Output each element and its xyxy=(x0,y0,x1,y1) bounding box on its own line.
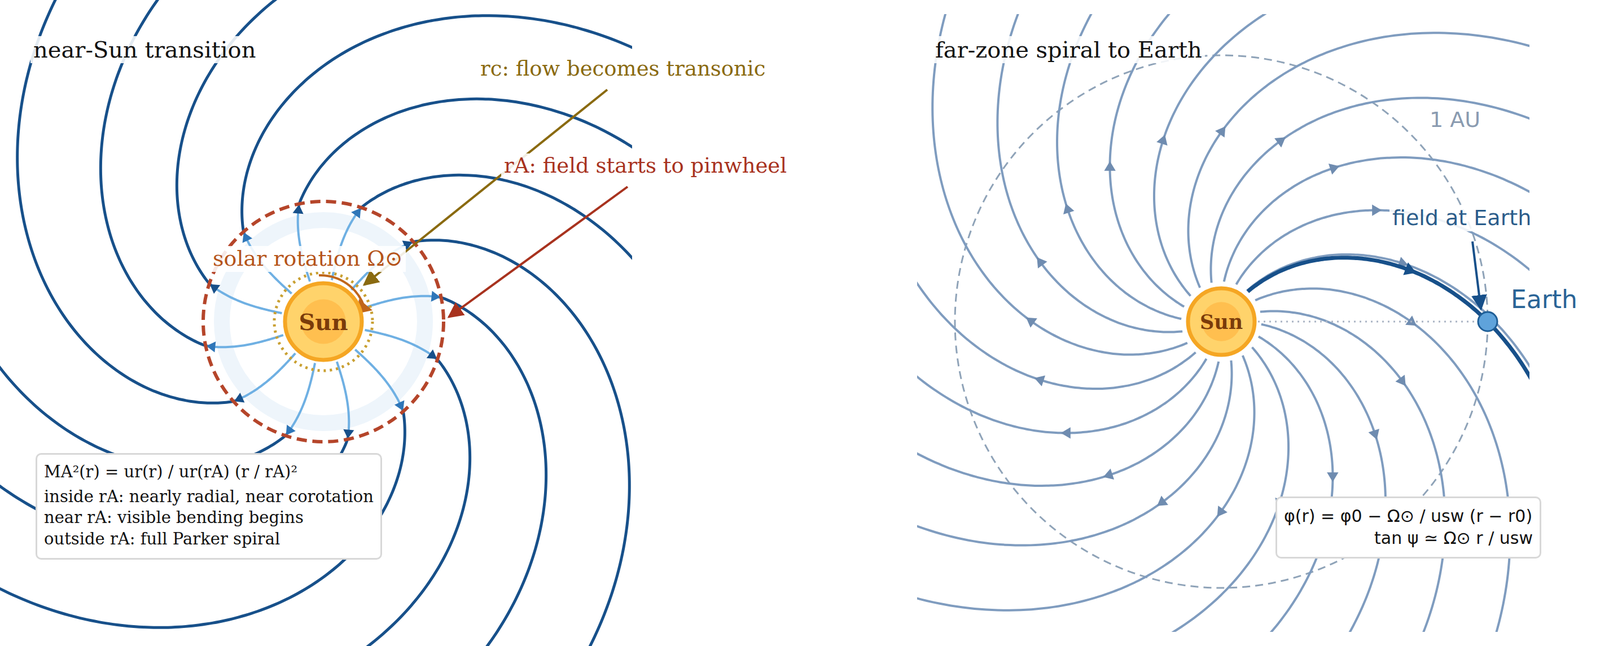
field-line xyxy=(359,174,633,485)
field-arrowhead xyxy=(1395,374,1406,387)
spiral-field-line xyxy=(1200,310,1445,633)
field-arrowhead xyxy=(1403,262,1417,275)
spiral-field-line xyxy=(1255,288,1511,633)
note-line: outside rA: full Parker spiral xyxy=(44,528,374,551)
near-sun-field xyxy=(0,0,746,646)
field-arrowhead xyxy=(1328,163,1340,175)
field-arrowhead xyxy=(234,392,245,403)
radius-label: rA: field starts to pinwheel xyxy=(501,153,790,179)
note-line: tan ψ ≃ Ω⊙ r / usw xyxy=(1283,527,1533,550)
field-arrowhead xyxy=(209,284,221,295)
field-line xyxy=(410,240,630,646)
field-line xyxy=(0,409,405,628)
field-arrowhead xyxy=(351,208,361,219)
callout-label: field at Earth xyxy=(1389,205,1534,232)
spiral-field-line xyxy=(1210,97,1530,342)
field-arrowhead xyxy=(1156,495,1169,506)
field-arrowhead xyxy=(1034,375,1046,387)
field-line xyxy=(379,296,546,646)
field-line-inner xyxy=(207,335,284,348)
field-line-inner xyxy=(209,284,282,314)
sun-label: Sun xyxy=(1185,286,1257,358)
field-arrowhead xyxy=(1371,204,1382,216)
leader-line xyxy=(1472,241,1481,310)
field-arrowhead xyxy=(1368,428,1380,440)
earth-disc xyxy=(1478,312,1498,332)
field-arrowhead xyxy=(1036,257,1047,269)
field-arrowhead xyxy=(426,349,438,359)
spiral-field-line xyxy=(917,137,1219,486)
rotation-label: solar rotation Ω⊙ xyxy=(209,246,406,273)
field-arrowhead xyxy=(1026,317,1038,328)
equation: φ(r) = φ0 − Ω⊙ / usw (r − r0) xyxy=(1283,505,1533,528)
spiral-field-line xyxy=(1224,157,1530,507)
field-arrowhead xyxy=(1274,137,1286,148)
field-arrowhead xyxy=(394,400,405,412)
spiral-field-line xyxy=(917,14,1207,433)
field-arrowhead xyxy=(1405,315,1417,326)
field-arrowhead xyxy=(1061,427,1071,439)
field-arrowhead xyxy=(1215,126,1226,138)
sun-earth-line xyxy=(1257,321,1477,323)
panel-title: near-Sun transition xyxy=(30,36,259,64)
sun-circle: Sun xyxy=(1185,286,1257,358)
spiral-field-line xyxy=(917,355,1255,611)
panel-title: far-zone spiral to Earth xyxy=(932,36,1205,64)
field-line-inner xyxy=(286,363,315,436)
sun-circle: Sun xyxy=(282,281,365,363)
alfven-radius-circle xyxy=(203,201,444,442)
field-line-inner xyxy=(365,330,437,359)
field-line-inner xyxy=(363,296,440,309)
radius-label: rc: flow becomes transonic xyxy=(477,56,769,82)
field-line-inner xyxy=(354,349,403,411)
earth-field-line xyxy=(1247,257,1530,502)
field-arrowhead xyxy=(1217,505,1228,517)
spiral-field-line xyxy=(1235,210,1530,633)
spiral-field-line xyxy=(917,347,1289,633)
field-line xyxy=(0,159,288,469)
field-arrowhead xyxy=(431,291,441,302)
field-arrowhead xyxy=(1103,468,1115,480)
earth-marker: Earth xyxy=(1476,310,1499,333)
far-zone-field xyxy=(687,0,1600,646)
sonic-radius-circle xyxy=(274,272,373,371)
field-arrowhead xyxy=(292,204,304,214)
note-box: MA²(r) = ur(r) / ur(rA) (r / rA)²inside … xyxy=(35,453,383,560)
field-arrowhead xyxy=(286,424,296,436)
note-line: near rA: visible bending begins xyxy=(44,507,374,529)
note-line: inside rA: nearly radial, near corotatio… xyxy=(44,486,374,508)
field-line xyxy=(298,98,633,266)
field-arrowhead xyxy=(242,232,253,244)
field-arrowhead xyxy=(1063,203,1075,215)
field-arrowhead xyxy=(1103,161,1116,172)
earth-label: Earth xyxy=(1508,285,1580,314)
sun-label: Sun xyxy=(282,281,365,363)
spiral-field-line xyxy=(932,14,1188,355)
formula-box: φ(r) = φ0 − Ω⊙ / usw (r − r0)tan ψ ≃ Ω⊙ … xyxy=(1275,496,1542,559)
spiral-field-line xyxy=(1036,324,1386,633)
equation: MA²(r) = ur(r) / ur(rA) (r / rA)² xyxy=(44,461,374,484)
au-label: 1 AU xyxy=(1426,107,1484,134)
earth-shape xyxy=(1476,310,1499,333)
field-arrowhead xyxy=(1156,134,1168,146)
field-line-inner xyxy=(234,353,296,402)
leader-line xyxy=(448,186,628,318)
field-line-inner xyxy=(336,361,349,438)
field-arrowhead xyxy=(1326,472,1339,482)
